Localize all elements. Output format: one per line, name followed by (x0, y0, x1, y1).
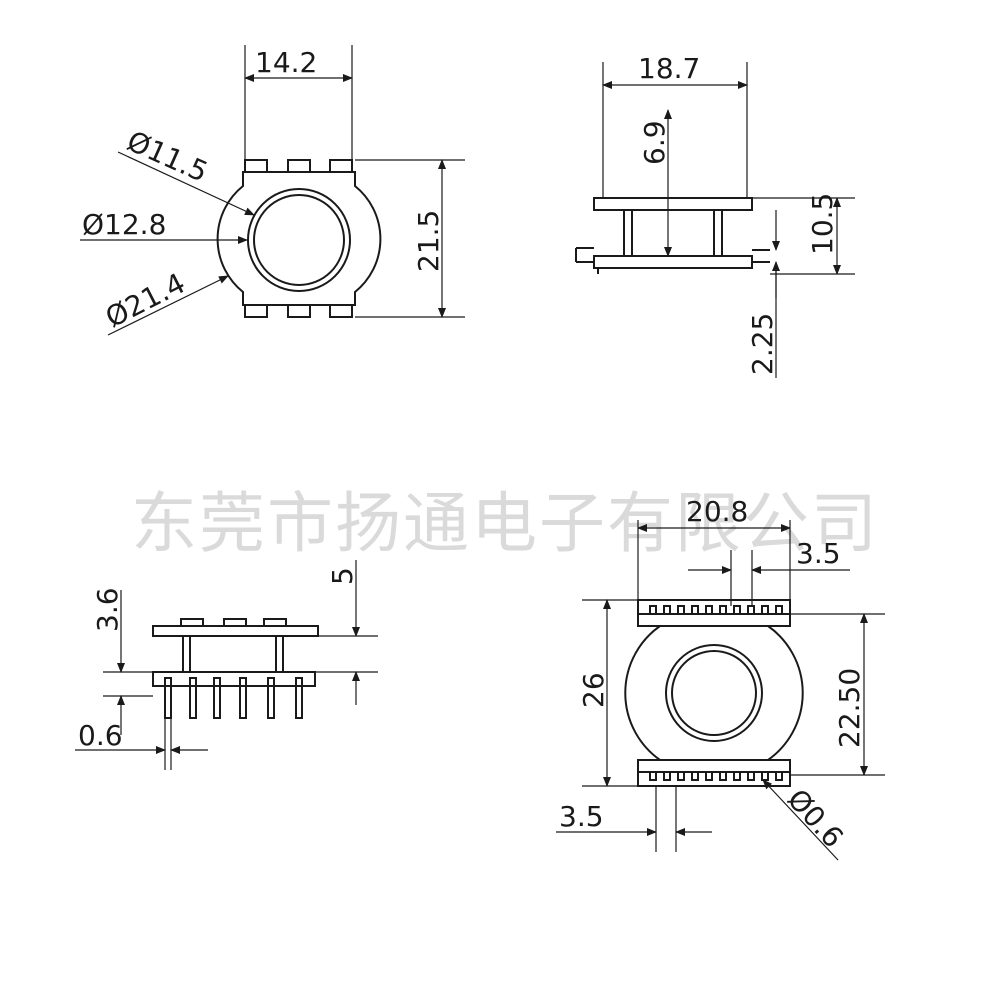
dim-width-label: 14.2 (255, 46, 317, 79)
dim-width-label: 20.8 (686, 495, 748, 528)
top-pin-strip (637, 599, 791, 615)
pin (239, 677, 247, 719)
pin (244, 159, 268, 173)
bottom-left-view: 3.6 5 0.6 (75, 560, 378, 770)
dim-top-label: 5 (326, 567, 359, 585)
pin (329, 304, 353, 318)
dim-pitch-bottom-label: 3.5 (559, 800, 604, 833)
dim-height-label: 21.5 (412, 210, 445, 272)
dim-pitch-top-label: 3.5 (796, 537, 841, 570)
pin (287, 304, 311, 318)
pin (329, 159, 353, 173)
dim-outer-diameter-label: Ø21.4 (100, 267, 190, 335)
pin (244, 304, 268, 318)
dim-height-label: 26 (577, 672, 610, 708)
base-plate (152, 671, 316, 687)
top-flange (593, 197, 753, 211)
bottom-flange (593, 255, 753, 269)
top-right-view: 18.7 6.9 10.5 2.25 (575, 52, 855, 378)
dim-width-label: 18.7 (638, 52, 700, 85)
bore-inner (253, 194, 345, 286)
bottom-pin-strip (637, 771, 791, 787)
dim-pin-diameter-label: Ø0.6 (781, 783, 850, 855)
bore-inner (671, 650, 757, 736)
bore-outer (247, 188, 351, 292)
dim-pin-label: 0.6 (78, 719, 123, 752)
bottom-right-view: 20.8 3.5 26 22.50 3.5 Ø0.6 (556, 495, 885, 861)
dim-inner-height-label: 22.50 (833, 668, 866, 748)
dim-mid-diameter-label: Ø12.8 (82, 208, 166, 241)
top-left-view: 14.2 21.5 Ø11.5 Ø12.8 Ø21.4 (80, 45, 465, 336)
pin (287, 159, 311, 173)
bore-outer (665, 644, 763, 742)
bobbin-body (624, 625, 804, 761)
dim-flange-label: 3.6 (91, 587, 124, 632)
pin (295, 677, 303, 719)
dim-core-label: 6.9 (638, 120, 671, 165)
pin (213, 677, 221, 719)
dim-inner-diameter-label: Ø11.5 (122, 124, 213, 188)
pin (189, 677, 197, 719)
bobbin-body (216, 171, 382, 306)
dim-pin-label: 2.25 (746, 313, 779, 375)
dim-height-label: 10.5 (806, 193, 839, 255)
top-plate (152, 625, 319, 637)
pin (164, 677, 172, 719)
pin (267, 677, 275, 719)
